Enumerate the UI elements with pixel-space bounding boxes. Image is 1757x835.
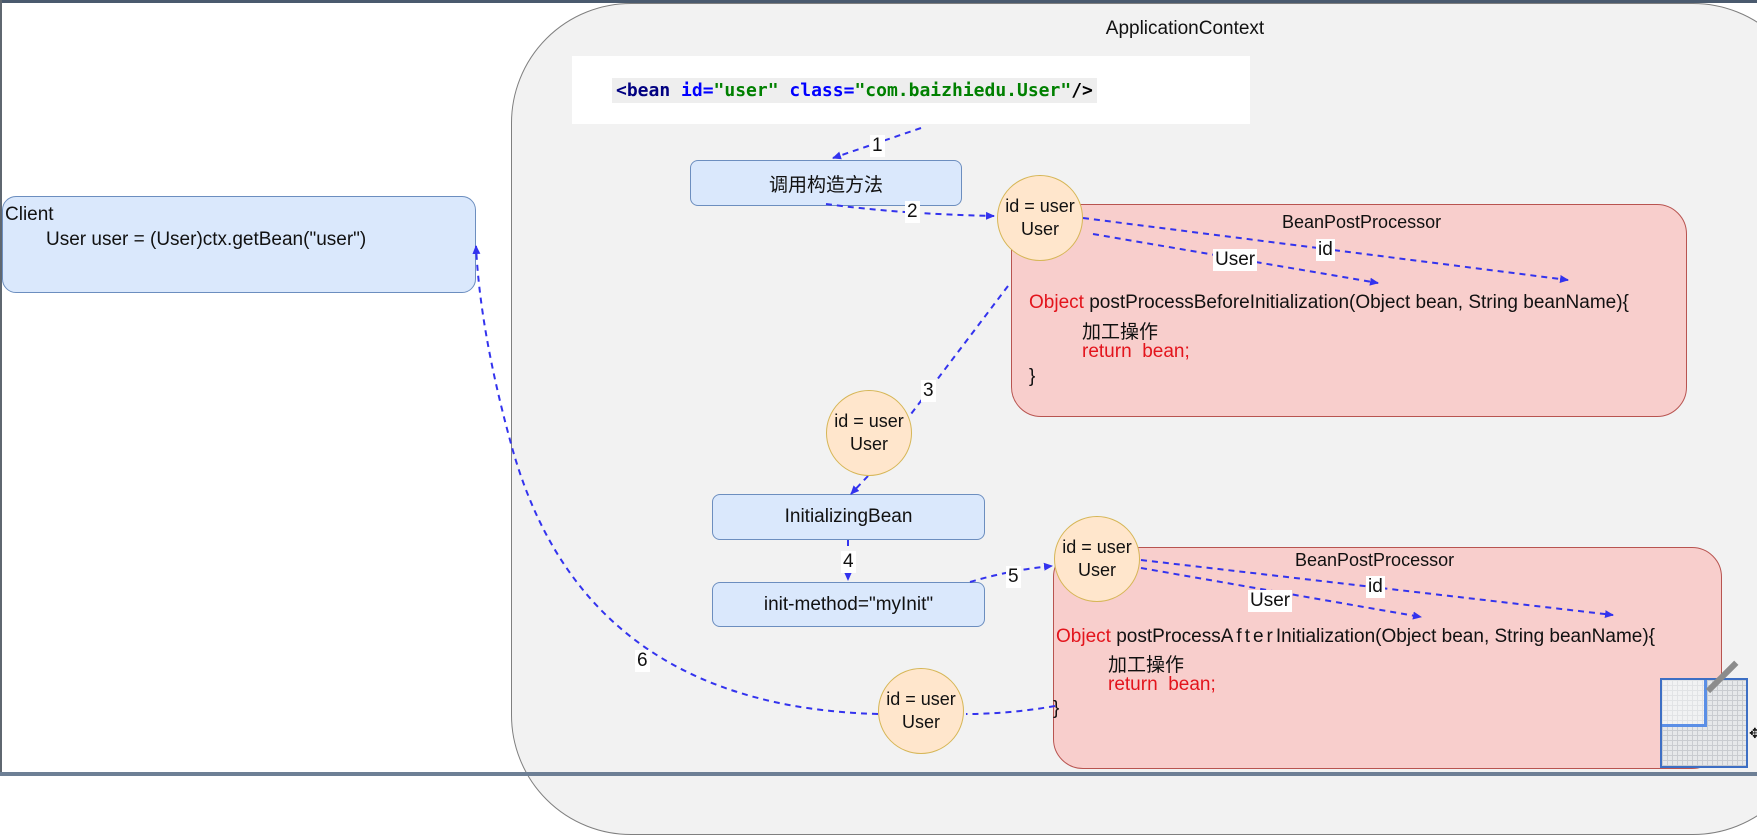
window-frame-left bbox=[0, 0, 2, 776]
after-close-brace: } bbox=[1053, 698, 1060, 719]
return-type-keyword: Object bbox=[1029, 292, 1084, 313]
bean-tag-close: /> bbox=[1071, 80, 1093, 101]
move-cursor-icon: ✥ bbox=[1749, 725, 1757, 741]
bean-id-value: "user" bbox=[713, 80, 779, 101]
post-process-before-signature: Object postProcessBeforeInitialization(O… bbox=[1029, 292, 1629, 314]
after-id-param-label: id bbox=[1366, 576, 1385, 598]
bean-instance-after-init[interactable]: id = user User bbox=[1054, 516, 1140, 602]
constructor-step-label: 调用构造方法 bbox=[768, 174, 883, 196]
after-signature-highlight: After bbox=[1220, 626, 1276, 647]
bean-tag-open: <bean bbox=[616, 80, 671, 101]
bean-class-value: "com.baizhiedu.User" bbox=[854, 80, 1072, 101]
bean-type-text: User bbox=[901, 712, 940, 732]
post-process-after-signature: Object postProcessAfterInitialization(Ob… bbox=[1056, 626, 1655, 648]
return-type-keyword: Object bbox=[1056, 626, 1111, 647]
before-id-param-label: id bbox=[1316, 239, 1335, 261]
step-number-2: 2 bbox=[905, 201, 920, 223]
bean-post-processor-before-title: BeanPostProcessor bbox=[1282, 212, 1442, 232]
before-signature-text: postProcessBeforeInitialization(Object b… bbox=[1089, 292, 1629, 313]
minimap-viewport[interactable] bbox=[1662, 680, 1707, 727]
before-user-param-label: User bbox=[1213, 249, 1258, 271]
bean-type-text: User bbox=[849, 434, 888, 454]
step-number-6: 6 bbox=[635, 650, 650, 672]
before-body-comment: 加工操作 bbox=[1082, 322, 1159, 343]
bean-id-text: id = user bbox=[886, 689, 956, 709]
before-return-statement: return bean; bbox=[1082, 341, 1190, 362]
init-method-label: init-method="myInit" bbox=[763, 593, 934, 615]
client-get-bean-code: User user = (User)ctx.getBean("user") bbox=[46, 229, 367, 250]
after-return-statement: return bean; bbox=[1108, 674, 1216, 695]
bean-instance-after-before-processing[interactable]: id = user User bbox=[826, 390, 912, 476]
after-user-param-label: User bbox=[1248, 590, 1293, 612]
bean-instance-final[interactable]: id = user User bbox=[878, 668, 964, 754]
window-frame-top bbox=[0, 0, 1757, 3]
step-number-5: 5 bbox=[1006, 566, 1021, 588]
after-signature-rest: Initialization(Object bean, String beanN… bbox=[1275, 626, 1656, 647]
before-close-brace: } bbox=[1029, 366, 1036, 387]
application-context-title: ApplicationContext bbox=[1105, 18, 1265, 39]
initializing-bean-step-box[interactable]: InitializingBean bbox=[712, 494, 985, 540]
after-body-comment: 加工操作 bbox=[1108, 655, 1185, 676]
after-signature-prefix: postProcess bbox=[1116, 626, 1221, 647]
step-number-3: 3 bbox=[921, 380, 936, 402]
bean-type-text: User bbox=[1077, 560, 1116, 580]
bean-instance-after-construct[interactable]: id = user User bbox=[997, 175, 1083, 261]
constructor-step-box[interactable]: 调用构造方法 bbox=[690, 160, 962, 206]
step-number-1: 1 bbox=[870, 135, 885, 157]
init-method-step-box[interactable]: init-method="myInit" bbox=[712, 582, 985, 627]
client-box[interactable]: Client User user = (User)ctx.getBean("us… bbox=[2, 196, 476, 293]
bean-id-attr: id= bbox=[681, 80, 714, 101]
window-frame-bottom bbox=[0, 772, 1757, 776]
client-title: Client bbox=[5, 204, 54, 225]
bean-id-text: id = user bbox=[1062, 537, 1132, 557]
bean-post-processor-after-title: BeanPostProcessor bbox=[1295, 550, 1455, 570]
diagram-outline-minimap[interactable] bbox=[1660, 660, 1748, 768]
bean-id-text: id = user bbox=[1005, 196, 1075, 216]
bean-class-attr: class= bbox=[789, 80, 855, 101]
initializing-bean-label: InitializingBean bbox=[784, 506, 913, 527]
step-number-4: 4 bbox=[841, 551, 856, 573]
bean-id-text: id = user bbox=[834, 411, 904, 431]
bean-type-text: User bbox=[1020, 219, 1059, 239]
bean-definition-code: <bean id="user" class="com.baizhiedu.Use… bbox=[612, 78, 1097, 103]
